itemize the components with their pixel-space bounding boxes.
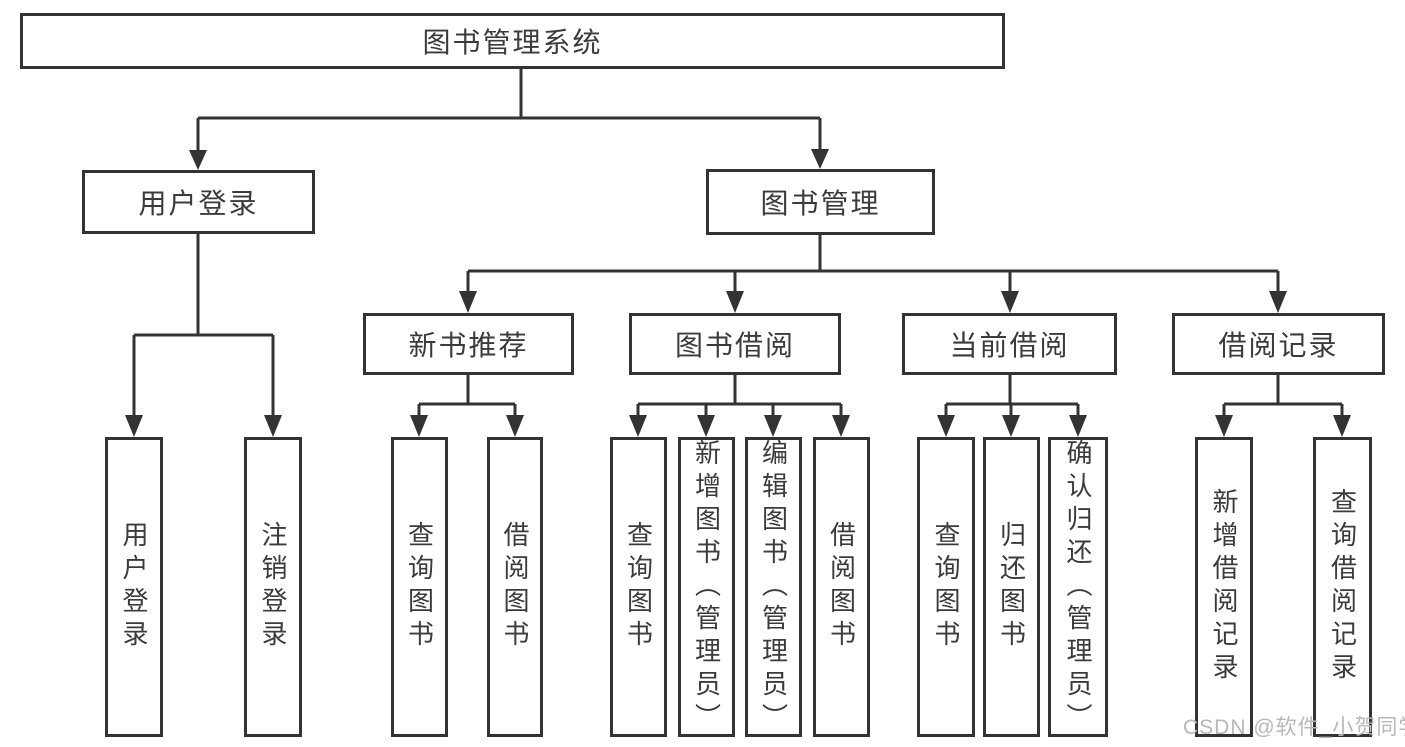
connector-book-management-branch	[459, 235, 1287, 313]
leaf-user-login-label: 用户登录	[119, 521, 149, 653]
connector-root-to-level1	[189, 69, 829, 170]
node-user-login-label: 用户登录	[138, 188, 259, 219]
leaf-borrow-books-1: 借阅图书	[487, 437, 543, 737]
node-current-borrow: 当前借阅	[902, 313, 1117, 375]
leaf-edit-book-admin: 编辑图书（管理员）	[745, 437, 802, 737]
leaf-user-login: 用户登录	[105, 437, 163, 737]
leaf-return-books: 归还图书	[983, 437, 1040, 737]
node-current-borrow-label: 当前借阅	[949, 330, 1070, 361]
node-user-login: 用户登录	[82, 170, 315, 234]
leaf-add-borrow-record: 新增借阅记录	[1195, 437, 1253, 737]
node-root: 图书管理系统	[20, 13, 1005, 69]
node-book-management-label: 图书管理	[760, 188, 881, 219]
leaf-query-books-3: 查询图书	[917, 437, 975, 737]
leaf-borrow-books-1-label: 借阅图书	[500, 521, 530, 653]
leaf-borrow-books-2: 借阅图书	[813, 437, 870, 737]
leaf-add-book-admin-label: 新增图书（管理员）	[691, 438, 722, 736]
connector-borrow-records-branch	[1215, 375, 1351, 437]
node-root-label: 图书管理系统	[422, 27, 603, 58]
connector-current-borrow-branch	[937, 375, 1087, 437]
csdn-watermark: CSDN @软件_小贺同学	[1183, 716, 1405, 739]
node-new-book-recommend-label: 新书推荐	[408, 330, 529, 361]
leaf-query-books-3-label: 查询图书	[931, 521, 961, 653]
connector-new-book-branch	[410, 375, 524, 437]
leaf-query-books-1-label: 查询图书	[404, 521, 435, 653]
leaf-logout-label: 注销登录	[258, 521, 288, 653]
node-new-book-recommend: 新书推荐	[363, 313, 574, 375]
node-borrow-records-label: 借阅记录	[1218, 330, 1339, 361]
leaf-return-books-label: 归还图书	[996, 521, 1027, 653]
leaf-query-books-1: 查询图书	[391, 437, 448, 737]
connector-book-borrow-branch	[629, 375, 850, 437]
node-book-borrow: 图书借阅	[629, 313, 841, 375]
connector-user-login-branch	[125, 234, 282, 437]
node-book-management: 图书管理	[706, 169, 935, 235]
leaf-add-borrow-record-label: 新增借阅记录	[1209, 488, 1239, 686]
leaf-add-book-admin: 新增图书（管理员）	[678, 437, 735, 737]
leaf-confirm-return-admin-label: 确认归还（管理员）	[1063, 438, 1093, 736]
leaf-confirm-return-admin: 确认归还（管理员）	[1048, 437, 1108, 737]
leaf-logout: 注销登录	[244, 437, 302, 737]
leaf-edit-book-admin-label: 编辑图书（管理员）	[758, 438, 789, 736]
leaf-query-borrow-record-label: 查询借阅记录	[1327, 488, 1358, 686]
leaf-query-books-2: 查询图书	[610, 437, 667, 737]
node-book-borrow-label: 图书借阅	[674, 330, 795, 361]
leaf-query-borrow-record: 查询借阅记录	[1313, 437, 1372, 737]
node-borrow-records: 借阅记录	[1172, 313, 1385, 375]
leaf-borrow-books-2-label: 借阅图书	[826, 521, 857, 653]
leaf-query-books-2-label: 查询图书	[623, 521, 654, 653]
